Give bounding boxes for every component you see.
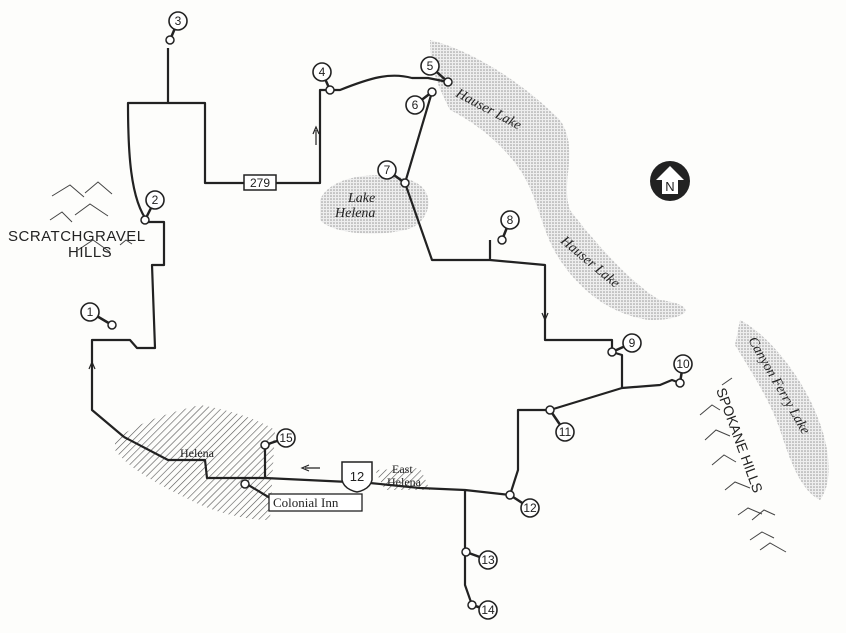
stop-number: 8 xyxy=(507,213,514,227)
stop-marker-7[interactable]: 7 xyxy=(377,160,410,188)
stop-marker-13[interactable]: 13 xyxy=(461,547,498,570)
stop-number: 12 xyxy=(523,501,537,515)
stop-number: 3 xyxy=(175,14,182,28)
stop-number: 11 xyxy=(559,425,572,439)
tour-route xyxy=(90,48,681,606)
helena-label: Helena xyxy=(180,446,215,460)
stop-marker-1[interactable]: 1 xyxy=(80,302,117,330)
scratchgravel-hills-label-2: HILLS xyxy=(68,244,112,261)
stop-marker-8[interactable]: 8 xyxy=(497,210,520,245)
stop-number: 7 xyxy=(384,163,391,177)
scratchgravel-hills-label: SCRATCHGRAVEL xyxy=(8,228,146,245)
stop-number: 5 xyxy=(427,59,434,73)
stop-marker-15[interactable]: 15 xyxy=(260,428,296,450)
stop-marker-10[interactable]: 10 xyxy=(673,354,693,388)
east-helena-label-2: Helena xyxy=(387,475,422,489)
stop-number: 14 xyxy=(481,603,495,617)
route-279-shield: 279 xyxy=(243,174,277,191)
lake-helena xyxy=(320,175,429,234)
colonial-inn-marker[interactable] xyxy=(240,479,250,489)
lake-helena-label-2: Helena xyxy=(334,206,375,221)
spokane-hills-label: SPOKANE HILLS xyxy=(713,386,766,495)
stop-number: 4 xyxy=(319,65,326,79)
lake-helena-label: Lake xyxy=(347,191,375,206)
stop-marker-2[interactable]: 2 xyxy=(140,190,165,225)
direction-arrow-icon xyxy=(312,125,320,145)
stop-number: 2 xyxy=(152,193,159,207)
stop-marker-3[interactable]: 3 xyxy=(165,11,188,45)
stop-number: 9 xyxy=(629,336,636,350)
hauser-lake xyxy=(430,40,686,320)
stop-marker-9[interactable]: 9 xyxy=(607,333,642,357)
spokane-hills-mountains-icon xyxy=(699,377,787,553)
stop-marker-6[interactable]: 6 xyxy=(405,87,437,115)
svg-text:N: N xyxy=(665,179,674,194)
stop-number: 15 xyxy=(279,431,293,445)
stop-marker-12[interactable]: 12 xyxy=(505,490,540,518)
svg-text:Colonial Inn: Colonial Inn xyxy=(273,495,339,510)
stop-marker-14[interactable]: 14 xyxy=(467,600,498,620)
svg-text:279: 279 xyxy=(250,176,270,190)
helena-city-area xyxy=(115,405,275,520)
east-helena-label: East xyxy=(392,462,413,476)
stop-number: 1 xyxy=(87,305,94,319)
scratchgravel-mountains-icon xyxy=(49,181,133,253)
stop-marker-5[interactable]: 5 xyxy=(420,56,453,87)
stop-marker-4[interactable]: 4 xyxy=(312,62,335,95)
direction-arrow-icon xyxy=(88,360,96,380)
north-arrow-icon: N xyxy=(650,161,690,201)
direction-arrow-icon xyxy=(541,302,549,322)
stop-marker-11[interactable]: 11 xyxy=(545,405,575,442)
colonial-inn-label: Colonial Inn xyxy=(268,493,363,512)
stop-number: 6 xyxy=(412,98,419,112)
stop-number: 10 xyxy=(676,357,690,371)
route-12-shield: 12 xyxy=(341,461,373,493)
direction-arrow-icon xyxy=(300,464,320,472)
canyon-ferry-lake xyxy=(735,320,829,500)
stop-number: 13 xyxy=(481,553,495,567)
svg-text:12: 12 xyxy=(350,469,364,484)
